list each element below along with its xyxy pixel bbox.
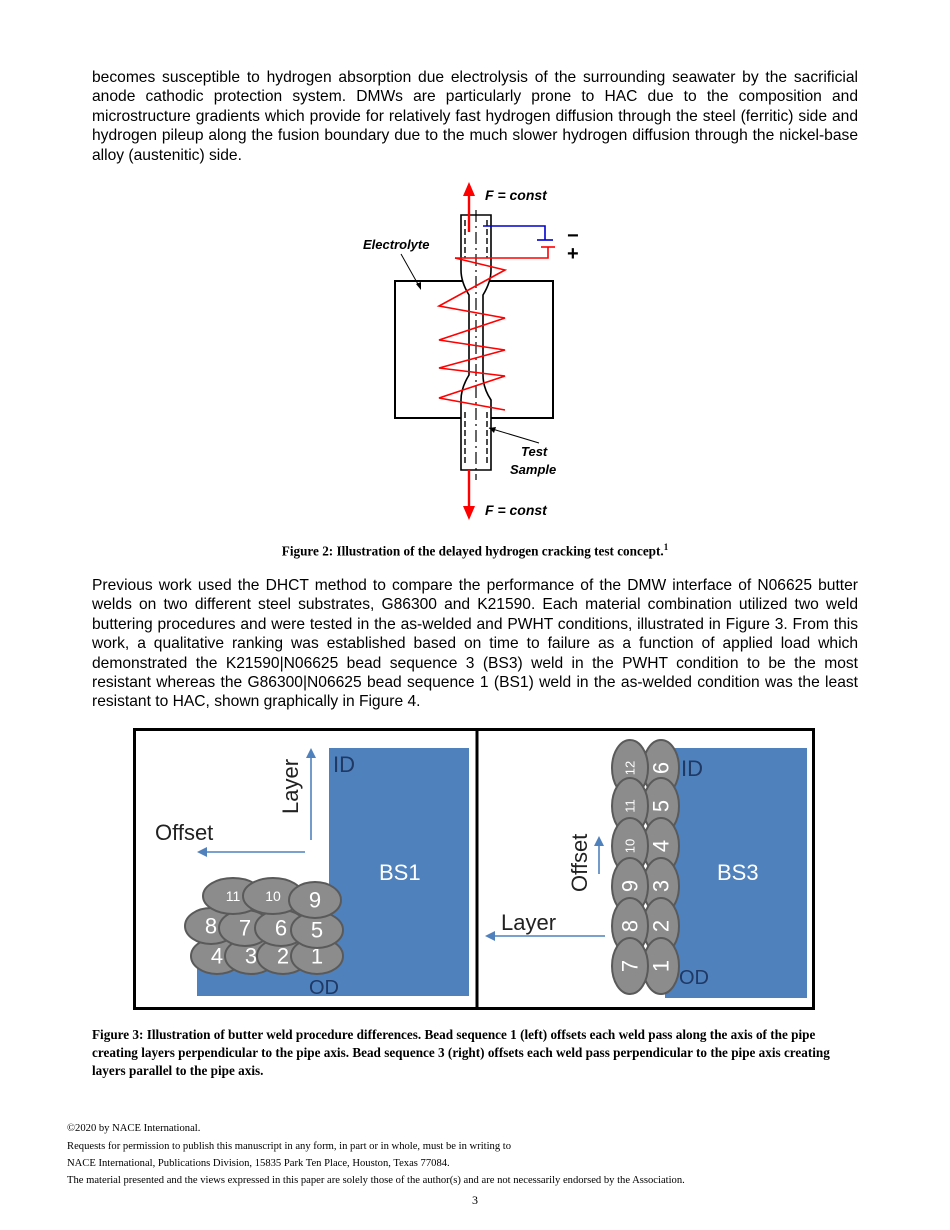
weld-bead: 1 <box>642 937 680 995</box>
weld-bead-number: 8 <box>618 920 643 932</box>
bs1-id-label: ID <box>333 752 355 777</box>
bs1-layer-label: Layer <box>278 759 303 814</box>
weld-bead: 11 <box>611 777 649 835</box>
body-paragraph-1: becomes susceptible to hydrogen absorpti… <box>92 69 858 164</box>
bs3-id-label: ID <box>681 756 703 781</box>
weld-bead-number: 10 <box>265 888 281 904</box>
bs3-layer-label: Layer <box>501 910 556 935</box>
weld-bead-number: 7 <box>239 916 251 941</box>
weld-bead-number: 2 <box>649 920 674 932</box>
bs1-label: BS1 <box>379 860 421 885</box>
bs3-od-label: OD <box>679 967 709 989</box>
plus-sign: + <box>567 243 579 265</box>
weld-bead-number: 10 <box>623 839 638 853</box>
bs3-bead-group: 6 5 4 3 2 1 12 11 10 9 8 7 <box>611 739 680 995</box>
footer-address: NACE International, Publications Divisio… <box>67 1158 450 1169</box>
weld-bead-shape <box>611 937 649 995</box>
figure-3-caption: Figure 3: Illustration of butter weld pr… <box>92 1027 830 1078</box>
weld-bead-number: 6 <box>275 916 287 941</box>
weld-bead-number: 8 <box>205 914 217 939</box>
force-arrow-top <box>463 182 475 196</box>
substrate-bs1 <box>329 748 469 996</box>
minus-sign: − <box>567 225 579 247</box>
bs3-layer-arrow <box>485 931 495 941</box>
weld-bead: 5 <box>290 911 344 949</box>
weld-bead-number: 2 <box>277 944 289 969</box>
bs1-od-label: OD <box>309 977 339 999</box>
figure-2-caption-ref: 1 <box>663 542 669 552</box>
footer-permission: Requests for permission to publish this … <box>67 1141 512 1152</box>
weld-bead-number: 4 <box>649 840 674 852</box>
footer-copyright: ©2020 by NACE International. <box>67 1123 201 1134</box>
weld-bead-number: 1 <box>649 960 674 972</box>
weld-bead-number: 3 <box>245 944 257 969</box>
weld-bead: 7 <box>611 937 649 995</box>
weld-bead: 9 <box>288 881 342 919</box>
weld-bead-number: 5 <box>649 800 674 812</box>
force-label-bottom: F = const <box>485 502 548 518</box>
weld-bead-number: 9 <box>618 880 643 892</box>
panel-bs3: 6 5 4 3 2 1 12 11 10 9 8 7 ID OD BS3 Offset Layer <box>485 739 807 998</box>
weld-bead-number: 7 <box>618 960 643 972</box>
bs1-layer-arrow <box>306 748 316 758</box>
substrate-bs3 <box>665 748 807 998</box>
weld-bead-number: 1 <box>311 944 323 969</box>
weld-bead-number: 9 <box>309 888 321 913</box>
weld-bead-number: 6 <box>649 762 674 774</box>
weld-bead-number: 5 <box>311 918 323 943</box>
body-paragraph-2: Previous work used the DHCT method to co… <box>92 577 858 711</box>
bs1-offset-label: Offset <box>155 820 213 845</box>
weld-bead: 1 <box>290 937 344 975</box>
footer-disclaimer: The material presented and the views exp… <box>67 1175 685 1186</box>
weld-bead-number: 3 <box>649 880 674 892</box>
force-arrow-bottom <box>463 506 475 520</box>
counter-electrode-coil <box>436 257 508 411</box>
weld-bead-number: 11 <box>226 888 241 904</box>
page-number: 3 <box>472 1193 478 1207</box>
sample-label: Sample <box>510 462 556 477</box>
weld-bead-number: 12 <box>623 761 638 775</box>
negative-wire <box>483 225 546 240</box>
weld-bead-number: 11 <box>623 799 638 813</box>
bs3-offset-label: Offset <box>567 834 592 892</box>
weld-bead-shape <box>288 881 342 919</box>
figure-2-caption: Figure 2: Illustration of the delayed hy… <box>281 542 669 559</box>
bs1-offset-arrow <box>197 847 207 857</box>
weld-bead-number: 4 <box>211 944 223 969</box>
force-label-top: F = const <box>485 187 548 203</box>
bs3-offset-arrow <box>594 836 604 846</box>
bs3-label: BS3 <box>717 860 759 885</box>
test-label: Test <box>521 444 548 459</box>
electrolyte-label: Electrolyte <box>363 237 429 252</box>
figure-2-dhct-illustration: F = const F = const Electrolyte Test Sam… <box>363 182 579 520</box>
